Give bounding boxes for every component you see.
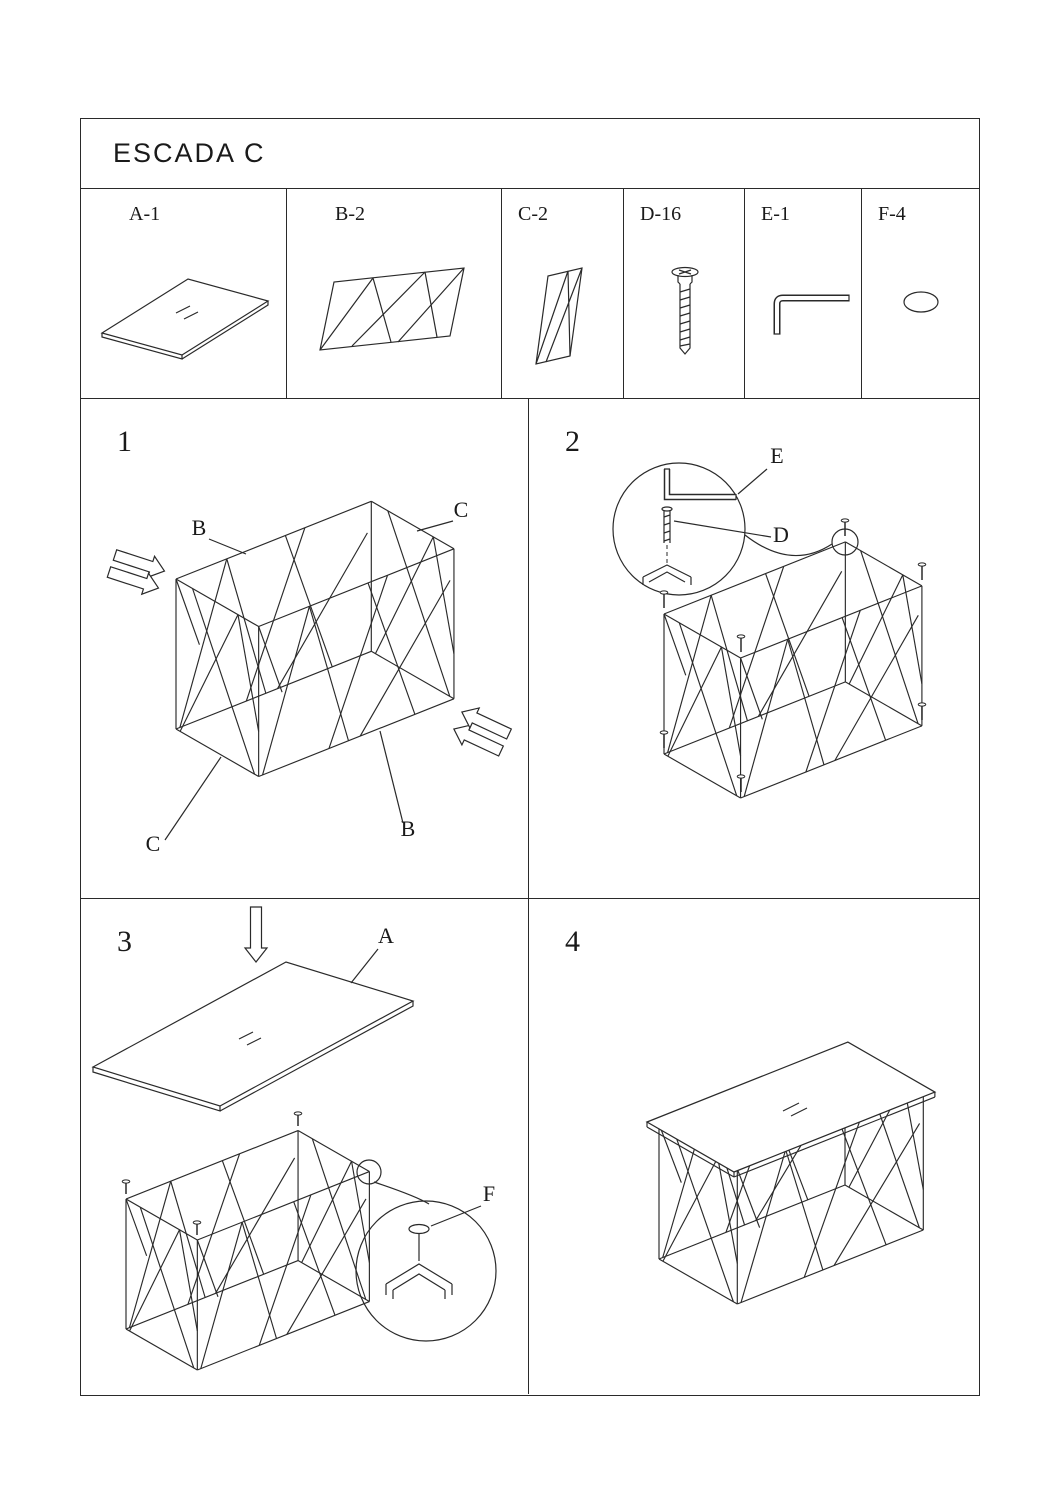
screw-icon: [121, 1179, 131, 1194]
glass-thickness: [100, 301, 269, 360]
frame-corner-detail: [385, 1263, 453, 1299]
panel-outline: [319, 267, 465, 351]
part-label-b2: B-2: [335, 203, 365, 225]
callout-f: F: [483, 1181, 495, 1206]
part-cell-c2: C-2: [502, 189, 624, 398]
step-1-number: 1: [117, 425, 132, 458]
pad-outline: [902, 291, 939, 313]
table-frame-wireframe: [125, 1130, 370, 1371]
bolt-threads: [679, 288, 691, 347]
glass-top-icon: [100, 278, 269, 360]
direction-arrow: [106, 566, 160, 596]
leader-line: [673, 520, 772, 538]
step-cell-4: 4: [529, 899, 979, 1394]
title-row: ESCADA C: [81, 119, 979, 189]
zoom-link-curve: [744, 534, 833, 557]
callout-a: A: [378, 923, 394, 948]
part-cell-e1: E-1: [745, 189, 862, 398]
bolt-collar: [677, 275, 693, 285]
parts-row: A-1 B-2 C-2 D-16: [81, 189, 979, 399]
step-cell-1: 1 B C C B: [81, 399, 529, 899]
screw-icon: [659, 590, 669, 608]
detail-circle: [612, 462, 746, 596]
bolt-detail: [661, 506, 673, 563]
bolt-head: [661, 506, 673, 512]
glass-thickness: [92, 1001, 414, 1112]
callout-c-top: C: [454, 497, 469, 522]
direction-arrow: [460, 707, 513, 740]
direction-arrow: [243, 906, 269, 963]
callout-e: E: [770, 443, 783, 468]
direction-arrow: [452, 724, 505, 757]
allen-key-outline: [773, 294, 849, 334]
glass-panel: [91, 961, 415, 1107]
leader-line: [416, 520, 454, 532]
leader-line: [430, 1205, 482, 1227]
step-1-diagram: B C C B: [106, 497, 513, 856]
table-frame-wireframe: [663, 541, 923, 799]
callout-b-top: B: [192, 515, 207, 540]
leader-line: [164, 756, 222, 841]
steps-grid: 1 B C C B 2: [81, 399, 979, 1394]
step-3-diagram: A F: [91, 906, 497, 1371]
part-label-f4: F-4: [878, 203, 906, 225]
assembly-instruction-sheet: ESCADA C A-1 B-2 C-2 D-16: [80, 118, 980, 1396]
step-2-diagram: E D: [612, 443, 927, 799]
step-4-diagram: [645, 1041, 937, 1305]
panel-diagonals: [534, 267, 583, 365]
step-4-number: 4: [565, 925, 580, 958]
allen-key-ends: [664, 468, 737, 500]
allen-key-hollow: [775, 296, 849, 334]
leader-line: [737, 468, 768, 495]
screw-icon: [917, 702, 927, 720]
step-2-number: 2: [565, 425, 580, 458]
leader-line: [208, 538, 247, 555]
part-label-d16: D-16: [640, 203, 682, 225]
bolt-shaft: [663, 511, 671, 543]
part-label-c2: C-2: [518, 203, 548, 225]
part-label-a1: A-1: [129, 203, 161, 225]
screw-icon: [192, 1220, 202, 1235]
bolt-icon: [671, 266, 699, 355]
screw-icon: [293, 1111, 303, 1126]
bolt-head: [671, 266, 699, 278]
pad-icon: [902, 291, 939, 313]
screw-icon: [840, 518, 850, 536]
panel-outline: [534, 267, 583, 365]
panel-diagonals: [319, 267, 465, 351]
step-cell-3: 3 A F: [81, 899, 529, 1394]
product-title: ESCADA C: [113, 138, 266, 168]
direction-arrow: [112, 549, 166, 579]
glass-marks: [238, 1031, 262, 1046]
screw-icon: [736, 634, 746, 652]
glass-marks: [175, 305, 198, 320]
detail-circle: [355, 1200, 497, 1342]
frame-panel-b-icon: [319, 267, 465, 351]
part-cell-d16: D-16: [624, 189, 745, 398]
step-cell-2: 2 E D: [529, 399, 979, 899]
part-cell-b2: B-2: [287, 189, 502, 398]
leader-line: [379, 730, 404, 824]
frame-panel-c-icon: [534, 267, 583, 365]
zoom-link-curve: [373, 1181, 430, 1205]
bolt-cross: [678, 269, 692, 275]
part-cell-f4: F-4: [862, 189, 979, 398]
callout-d: D: [773, 522, 789, 547]
part-cell-a1: A-1: [81, 189, 287, 398]
screw-icon: [659, 730, 669, 748]
allen-key-ends: [773, 294, 850, 335]
leader-line: [350, 948, 379, 984]
screw-icon: [917, 562, 927, 580]
screw-icon: [736, 774, 746, 792]
part-label-e1: E-1: [761, 203, 790, 225]
bolt-shaft: [679, 284, 691, 355]
frame-corner-detail: [642, 564, 692, 585]
table-frame-wireframe: [175, 500, 455, 778]
allen-key-icon: [773, 294, 850, 335]
callout-b-bottom: B: [401, 816, 416, 841]
allen-key-detail-hollow: [665, 469, 736, 499]
step-3-number: 3: [117, 925, 132, 958]
callout-c-bottom: C: [146, 831, 161, 856]
pad-detail: [408, 1223, 430, 1235]
